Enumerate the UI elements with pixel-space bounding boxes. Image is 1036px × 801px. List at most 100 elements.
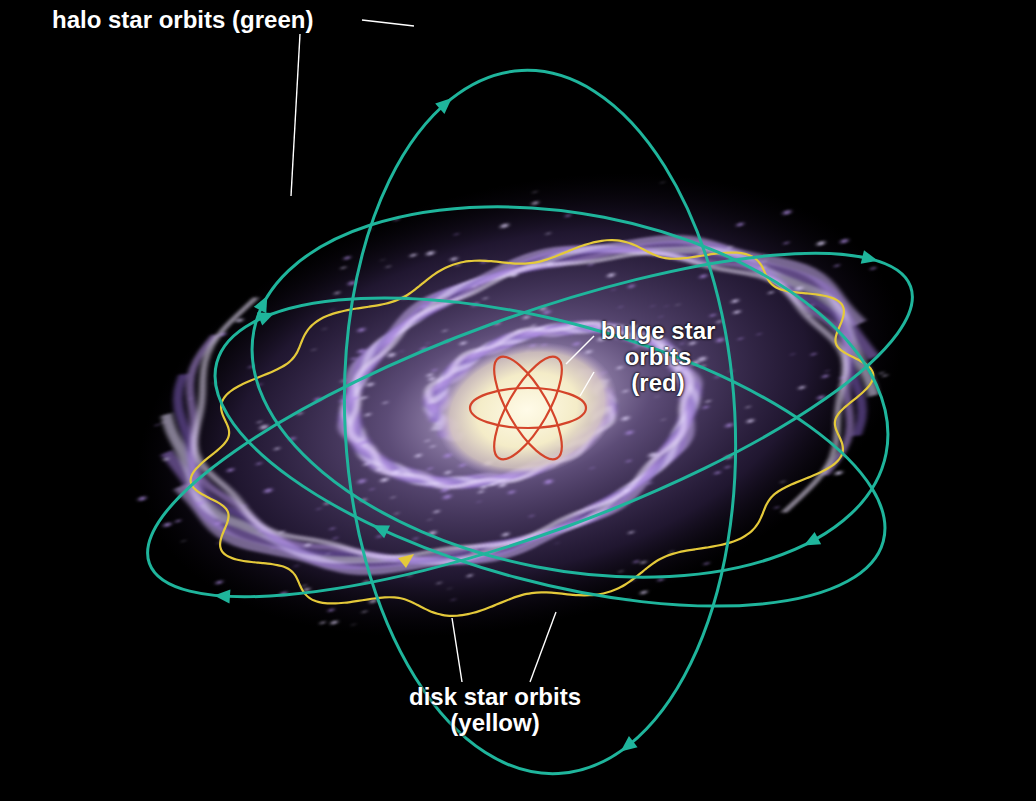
star-clump [443,329,447,332]
star-clump [508,490,515,495]
star-clump [393,560,395,562]
halo-label: halo star orbits (green) [52,7,313,33]
star-clump [704,562,709,566]
spiral-arm [322,199,877,610]
star-clump [530,515,534,518]
star-clump [822,374,829,379]
star-clump [714,471,720,475]
leader-line [530,612,556,682]
orbit-arrowhead [861,250,878,264]
star-clump [331,620,338,625]
star-clump [258,531,262,534]
star-clump [699,274,706,279]
star-clump [716,320,721,324]
star-clump [219,332,226,337]
leader-line [362,20,414,26]
star-clump [357,348,365,354]
star-clump [432,368,437,372]
star-clump [271,548,274,550]
star-clump [317,508,320,510]
star-clump [504,340,508,343]
leader-lines [291,20,594,682]
star-clump [443,494,452,500]
star-clump [763,260,766,262]
spiral-arm [318,184,881,513]
star-clump [391,496,394,498]
star-clump [565,214,570,218]
star-clump [607,272,615,278]
star-clump [473,285,477,288]
star-clump [835,470,843,476]
star-clump [502,532,509,537]
star-clump [811,352,816,356]
star-clump [706,400,711,404]
star-clump [430,445,435,448]
star-clump [428,519,431,521]
star-clump [189,398,192,400]
star-clump [871,267,876,271]
star-clump [716,337,724,343]
star-clump [244,504,247,506]
star-clump [383,401,388,404]
star-clump [448,588,450,590]
star-clump [544,479,553,485]
star-clump [781,480,785,483]
star-clump [363,462,369,466]
star-clump [547,261,553,266]
star-clump [775,506,779,509]
star-clump [426,250,435,256]
star-clump [452,599,455,601]
star-clump [725,422,733,428]
bulge-orbit [482,348,575,468]
orbit-arrowheads [214,98,878,751]
star-clump [163,522,171,528]
orbit-arrowhead [257,313,274,326]
star-clump [634,560,639,564]
star-clump [483,297,487,300]
star-clump [161,422,164,424]
star-clump [621,416,629,422]
star-clump [783,209,792,215]
star-clump [617,365,623,369]
star-clump [365,412,371,416]
star-clump [437,582,441,585]
bulge-orbit [482,348,575,468]
star-clump [809,315,812,317]
star-clump [623,488,630,493]
star-clump [370,488,374,491]
star-clump [400,350,403,352]
star-clump [478,501,481,503]
star-clump [839,376,844,379]
star-clump [381,259,383,261]
star-clump [546,232,550,235]
galaxy-bulge [422,324,632,497]
star-clump [533,191,536,193]
star-clump [543,309,551,315]
star-clump [357,327,365,333]
star-clump [352,624,354,626]
star-clump [619,306,622,308]
star-clump [361,395,367,399]
star-clump [427,467,432,471]
star-clump [480,485,486,489]
star-clump [387,352,395,358]
star-clump [662,419,665,421]
star-clump [731,298,738,303]
star-clump [467,574,473,578]
star-clump [747,418,754,423]
orbit-arrowhead [214,590,230,604]
star-clump [295,565,298,567]
orbit-arrowhead [804,532,821,546]
star-clump [362,610,366,613]
star-clump [784,241,789,245]
star-clump [302,584,306,587]
star-clump [665,305,667,307]
star-clump [656,396,658,398]
star-clump [738,337,742,340]
star-clump [366,382,374,387]
star-clump [661,182,663,184]
leader-line [452,618,462,682]
star-clump [500,223,509,229]
